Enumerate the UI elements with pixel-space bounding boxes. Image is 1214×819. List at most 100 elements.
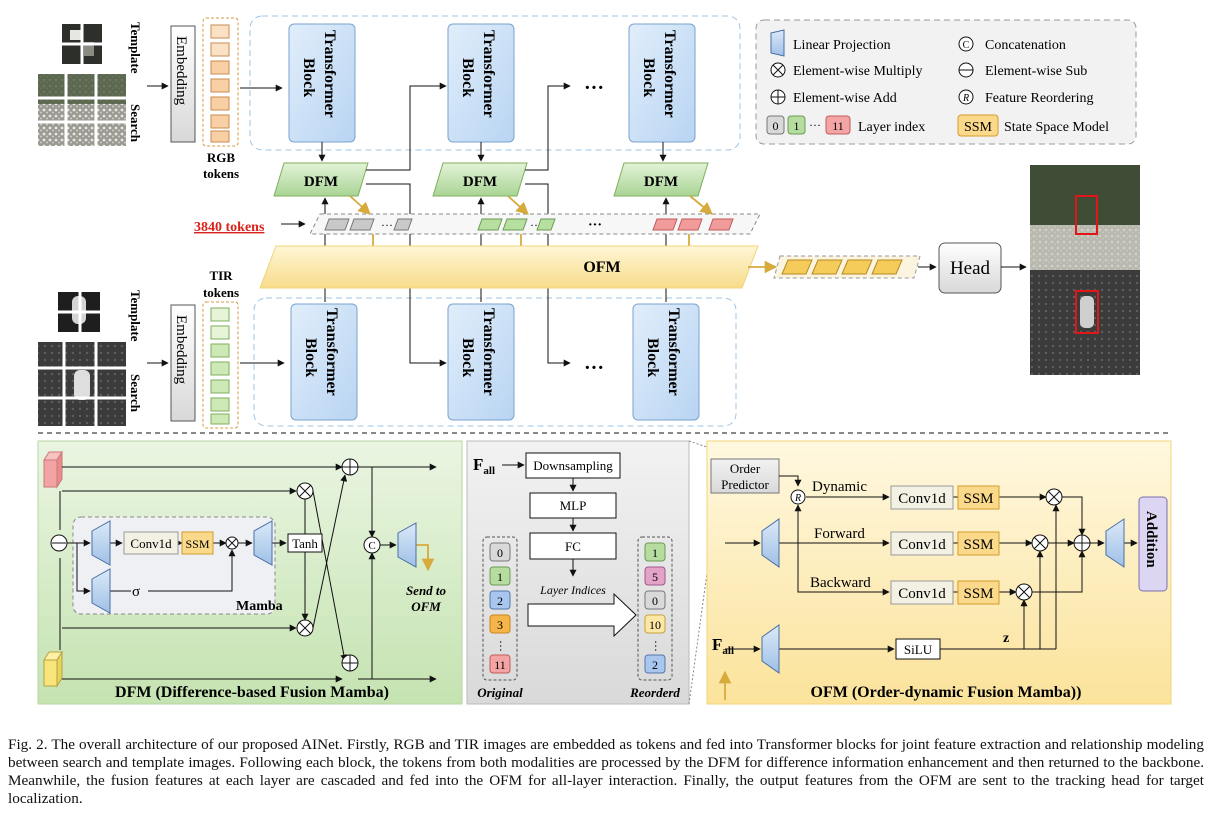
ofm-z-label: z — [1003, 631, 1009, 646]
layer-index-chip-b-label: 1 — [794, 119, 800, 133]
tir-transformer-block-2: Transformer Block — [447, 303, 515, 421]
original-index-1: 1 — [497, 570, 503, 584]
legend-layer-index: Layer index — [858, 120, 925, 135]
dfm-mul-node-top — [296, 482, 314, 500]
dfm-panel-title: DFM (Difference-based Fusion Mamba) — [115, 684, 389, 701]
legend: Linear Projection C Concatenation Elemen… — [755, 19, 1137, 145]
ofm-projection-3 — [1105, 518, 1125, 568]
tir-transformer-1-label: Transformer — [323, 308, 340, 396]
ssm-tag-label: SSM — [964, 120, 993, 135]
layer-indices-arrow — [527, 592, 637, 638]
rgb-transformer-block-3: Transformer Block — [628, 23, 696, 143]
rgb-ellipsis: ··· — [584, 77, 604, 99]
fc-box — [529, 532, 617, 560]
dfm-mamba-label: Mamba — [236, 599, 283, 614]
ofm-projection-1 — [761, 518, 780, 568]
ofm-add-node — [1073, 534, 1091, 552]
legend-reorder: Feature Reordering — [985, 91, 1093, 106]
head-box: Head — [938, 242, 1002, 294]
dfm-conv1d-label: Conv1d — [130, 536, 172, 551]
ofm-ssm-dynamic-box — [957, 485, 1000, 510]
mlp-label: MLP — [560, 498, 587, 513]
ofm-projection-2 — [761, 624, 780, 674]
ofm-addition-box — [1138, 496, 1168, 592]
ofm-ssm-forward-box — [957, 531, 1000, 556]
dfm-projection-4 — [397, 522, 417, 568]
tir-transformer-2-label: Transformer — [480, 308, 497, 396]
head-label: Head — [950, 258, 991, 279]
ofm-banner: OFM — [259, 245, 759, 289]
legend-box — [755, 19, 1137, 145]
ofm-mul-node-backward — [1015, 583, 1033, 601]
ofm-conv1d-backward-label: Conv1d — [898, 586, 946, 602]
rgb-embedding-label: Embedding — [173, 36, 189, 106]
reorder-icon — [958, 89, 974, 105]
token-strip: ··· ··· ··· — [309, 213, 761, 235]
multiply-icon — [770, 62, 786, 78]
dfm-concat-node — [363, 536, 381, 554]
dfm-send-label-2: OFM — [411, 599, 441, 614]
tir-tokens-label-1: TIR — [209, 268, 233, 283]
ofm-panel-title: OFM (Order-dynamic Fusion Mamba)) — [811, 684, 1082, 701]
dfm-projection-2 — [91, 568, 111, 614]
reordered-index-1: 5 — [652, 570, 658, 584]
rgb-tokens-label-1: RGB — [207, 150, 236, 165]
dfm-add-node-bottom — [341, 654, 359, 672]
figure-caption: Fig. 2. The overall architecture of our … — [8, 736, 1204, 807]
dfm-tir-input-prism — [43, 650, 63, 688]
ofm-lines — [725, 475, 1138, 653]
reordered-index-2: 0 — [652, 594, 658, 608]
original-index-ellipsis: ··· — [494, 640, 508, 652]
layer-index-chip-a — [766, 115, 785, 135]
ofm-ssm-backward-box — [957, 580, 1000, 605]
reordered-index-column: 1 5 0 10 ··· 2 — [637, 536, 673, 681]
rgb-block-1-label: Block — [300, 58, 317, 97]
rgb-template-image — [62, 24, 102, 64]
ofm-conv1d-dynamic-box — [890, 485, 954, 510]
tir-ellipsis: ··· — [584, 357, 604, 379]
dfm-conv1d-box — [123, 531, 179, 555]
ssm-tag — [957, 114, 999, 137]
dfm-block-3: DFM — [613, 162, 709, 197]
rgb-transformer-3-label: Transformer — [661, 30, 678, 118]
legend-concatenation: Concatenation — [985, 38, 1066, 53]
legend-sub: Element-wise Sub — [985, 64, 1087, 79]
reordered-index-0: 1 — [652, 546, 658, 560]
output-tir-image — [1030, 270, 1140, 375]
svg-text:···: ··· — [381, 218, 393, 232]
tir-template-image — [58, 292, 100, 332]
tir-search-image — [38, 342, 126, 426]
dfm-projection-3 — [253, 520, 273, 566]
dfm-mul-node-bottom — [296, 619, 314, 637]
ofm-reorder-letter: R — [794, 493, 801, 504]
original-label: Original — [477, 685, 523, 700]
ofm-reorder-node — [790, 489, 806, 505]
ofm-conv1d-dynamic-label: Conv1d — [898, 491, 946, 507]
sub-icon — [958, 62, 974, 78]
reordered-index-3: 10 — [649, 618, 661, 632]
ofm-conv1d-backward-box — [890, 580, 954, 605]
dfm-rgb-input-prism — [43, 450, 63, 489]
ofm-silu-box — [895, 638, 941, 660]
ofm-banner-label: OFM — [583, 259, 620, 276]
reordered-index-ellipsis: ··· — [649, 640, 663, 652]
order-predictor-label-1: Order — [730, 461, 761, 476]
dfm-projection-1 — [91, 520, 111, 566]
original-index-0: 0 — [497, 546, 503, 560]
ofm-forward-label: Forward — [814, 526, 865, 542]
rgb-transformer-1-label: Transformer — [321, 30, 338, 118]
dfm-block-3-label: DFM — [644, 174, 678, 190]
reordered-label: Reorderd — [629, 685, 680, 700]
layer-index-chip-c-label: 11 — [832, 119, 844, 133]
mlp-box — [529, 492, 617, 519]
rgb-stage-box — [249, 15, 741, 151]
dfm-sigma: σ — [132, 584, 140, 600]
svg-text:···: ··· — [588, 218, 602, 233]
original-index-column: 0 1 2 3 ··· 11 — [482, 536, 518, 681]
reorder-icon-letter: R — [962, 93, 969, 104]
add-icon — [770, 89, 786, 105]
original-index-3: 3 — [497, 618, 503, 632]
mid-f-sub: all — [483, 465, 495, 477]
ofm-f-main: F — [712, 635, 722, 654]
ofm-silu-label: SiLU — [904, 642, 933, 657]
